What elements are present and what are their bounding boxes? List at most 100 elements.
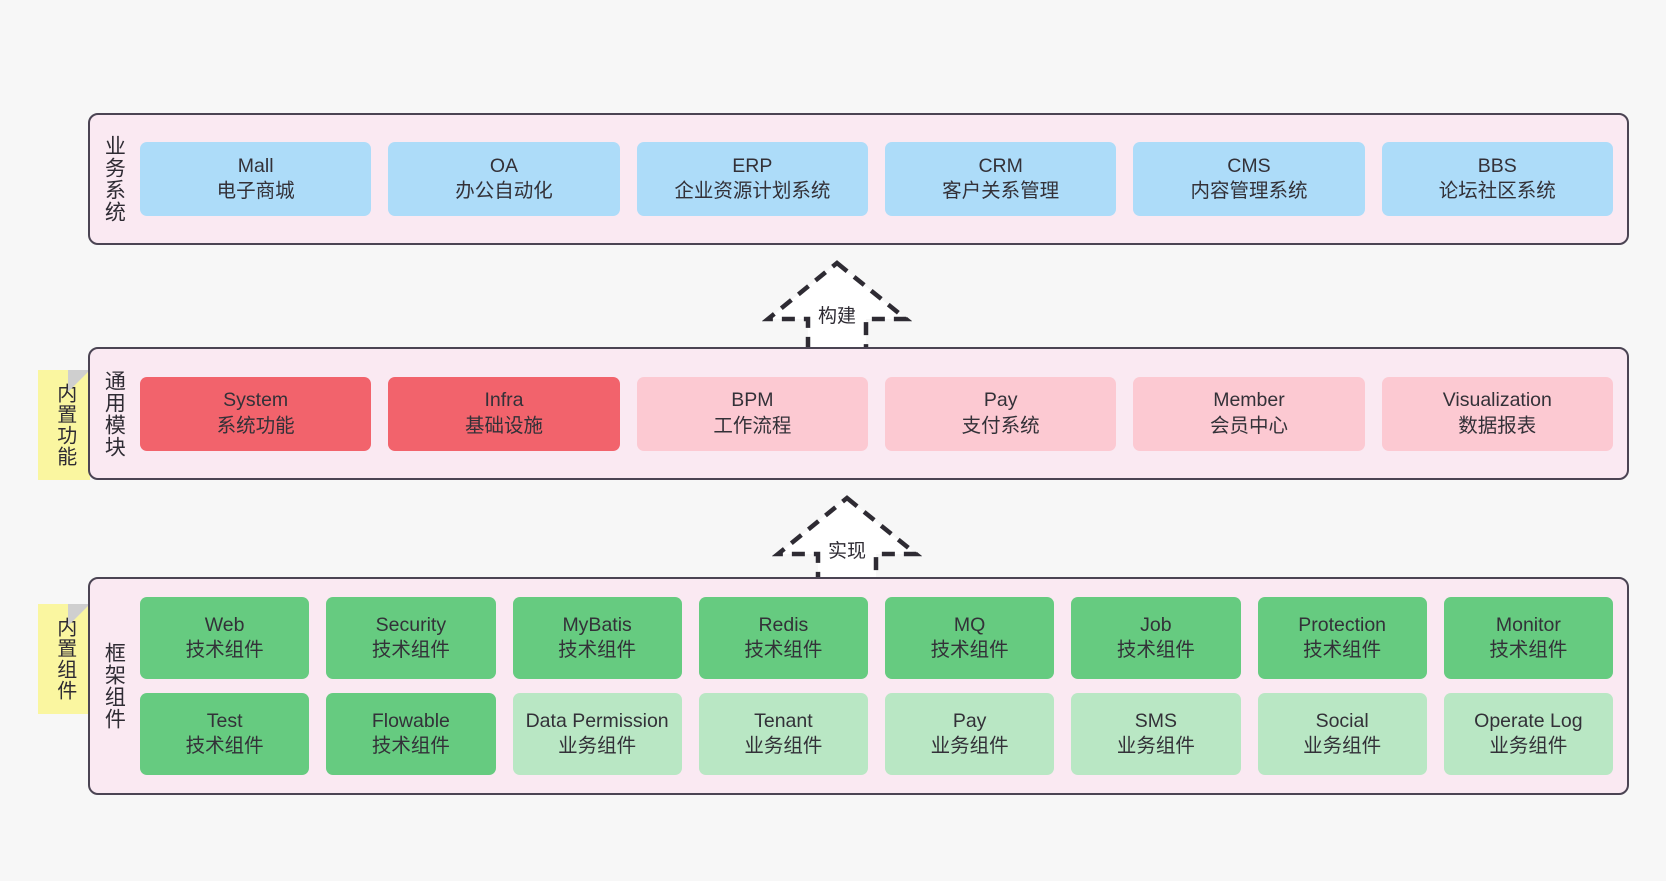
arrow-build-label: 构建 bbox=[817, 306, 856, 327]
layer-body-business: Mall 电子商城 OA 办公自动化 ERP 企业资源计划系统 CRM 客户关系… bbox=[136, 115, 1627, 243]
cell-security-cn: 技术组件 bbox=[371, 639, 450, 661]
arrow-implement-shape bbox=[772, 495, 922, 588]
cell-social[interactable]: Social 业务组件 bbox=[1257, 693, 1427, 775]
layer-common-modules: 通用模块 System 系统功能 Infra 基础设施 BPM 工作流程 bbox=[88, 347, 1629, 480]
cell-security-en: Security bbox=[375, 613, 447, 636]
cell-mall-en: Mall bbox=[237, 154, 274, 177]
cell-system-cn: 系统功能 bbox=[216, 414, 295, 437]
cell-security[interactable]: Security 技术组件 bbox=[326, 597, 496, 679]
cell-job-cn: 技术组件 bbox=[1116, 639, 1195, 661]
cell-monitor[interactable]: Monitor 技术组件 bbox=[1443, 597, 1613, 679]
cell-mall-cn: 电子商城 bbox=[216, 180, 295, 202]
cell-flowable[interactable]: Flowable 技术组件 bbox=[326, 693, 496, 775]
cell-system[interactable]: System 系统功能 bbox=[140, 376, 372, 451]
cell-operate-log-en: Operate Log bbox=[1474, 709, 1583, 732]
cell-cms[interactable]: CMS 内容管理系统 bbox=[1133, 142, 1365, 216]
cell-bbs[interactable]: BBS 论坛社区系统 bbox=[1381, 142, 1613, 216]
cell-pay-module-en: Pay bbox=[983, 389, 1018, 412]
cell-redis-cn: 技术组件 bbox=[744, 639, 823, 661]
cell-infra-cn: 基础设施 bbox=[464, 414, 543, 437]
cell-row-modules-1: System 系统功能 Infra 基础设施 BPM 工作流程 Pay 支付系统 bbox=[140, 376, 1613, 451]
cell-row-framework-1: Web 技术组件 Security 技术组件 MyBatis 技术组件 Redi… bbox=[140, 597, 1613, 679]
cell-social-en: Social bbox=[1315, 709, 1369, 732]
cell-sms-en: SMS bbox=[1134, 709, 1177, 732]
cell-data-permission[interactable]: Data Permission 业务组件 bbox=[512, 693, 682, 775]
cell-web-cn: 技术组件 bbox=[185, 639, 264, 661]
cell-mq-en: MQ bbox=[953, 613, 986, 636]
cell-row-business-1: Mall 电子商城 OA 办公自动化 ERP 企业资源计划系统 CRM 客户关系… bbox=[140, 142, 1613, 216]
cell-bpm[interactable]: BPM 工作流程 bbox=[636, 376, 868, 451]
layer-body-framework: Web 技术组件 Security 技术组件 MyBatis 技术组件 Redi… bbox=[136, 579, 1627, 793]
cell-infra-en: Infra bbox=[484, 389, 524, 412]
cell-social-cn: 业务组件 bbox=[1303, 735, 1382, 757]
cell-system-en: System bbox=[223, 389, 289, 412]
cell-mybatis-cn: 技术组件 bbox=[558, 639, 637, 661]
cell-member[interactable]: Member 会员中心 bbox=[1133, 376, 1365, 451]
cell-erp-en: ERP bbox=[732, 154, 773, 177]
layer-framework-components: 框架组件 Web 技术组件 Security 技术组件 MyBatis 技术组件 bbox=[88, 577, 1629, 795]
cell-tenant-en: Tenant bbox=[754, 709, 813, 732]
cell-monitor-en: Monitor bbox=[1495, 613, 1561, 636]
cell-infra[interactable]: Infra 基础设施 bbox=[388, 376, 620, 451]
cell-operate-log-cn: 业务组件 bbox=[1489, 735, 1568, 757]
cell-visualization-en: Visualization bbox=[1442, 389, 1552, 412]
layer-body-modules: System 系统功能 Infra 基础设施 BPM 工作流程 Pay 支付系统 bbox=[136, 349, 1627, 478]
cell-member-en: Member bbox=[1213, 389, 1285, 412]
cell-monitor-cn: 技术组件 bbox=[1489, 639, 1568, 661]
layer-title-framework: 框架组件 bbox=[102, 642, 126, 730]
arrow-build-shape bbox=[762, 260, 912, 353]
cell-test[interactable]: Test 技术组件 bbox=[140, 693, 310, 775]
cell-redis[interactable]: Redis 技术组件 bbox=[698, 597, 868, 679]
cell-erp[interactable]: ERP 企业资源计划系统 bbox=[636, 142, 868, 216]
cell-web[interactable]: Web 技术组件 bbox=[140, 597, 310, 679]
cell-job[interactable]: Job 技术组件 bbox=[1071, 597, 1241, 679]
note-builtin-functions: 内置功能 bbox=[38, 370, 90, 480]
cell-mybatis[interactable]: MyBatis 技术组件 bbox=[512, 597, 682, 679]
cell-bpm-en: BPM bbox=[731, 389, 774, 412]
cell-pay-component[interactable]: Pay 业务组件 bbox=[885, 693, 1055, 775]
cell-bbs-en: BBS bbox=[1477, 154, 1517, 177]
note-builtin-components-label: 内置组件 bbox=[53, 617, 76, 701]
cell-visualization-cn: 数据报表 bbox=[1458, 414, 1537, 437]
cell-redis-en: Redis bbox=[758, 613, 809, 636]
cell-bbs-cn: 论坛社区系统 bbox=[1438, 180, 1556, 202]
layer-title-business: 业务系统 bbox=[102, 135, 126, 223]
cell-test-en: Test bbox=[206, 709, 243, 732]
cell-crm-cn: 客户关系管理 bbox=[942, 180, 1060, 202]
row-wrap-modules: System 系统功能 Infra 基础设施 BPM 工作流程 Pay 支付系统 bbox=[140, 349, 1613, 478]
note-builtin-functions-label: 内置功能 bbox=[53, 383, 76, 467]
cell-protection-cn: 技术组件 bbox=[1303, 639, 1382, 661]
cell-pay-component-cn: 业务组件 bbox=[930, 735, 1009, 757]
cell-mall[interactable]: Mall 电子商城 bbox=[140, 142, 372, 216]
arrow-implement-label: 实现 bbox=[827, 541, 866, 562]
cell-bpm-cn: 工作流程 bbox=[713, 414, 792, 437]
cell-protection[interactable]: Protection 技术组件 bbox=[1257, 597, 1427, 679]
cell-erp-cn: 企业资源计划系统 bbox=[674, 180, 831, 202]
cell-tenant[interactable]: Tenant 业务组件 bbox=[698, 693, 868, 775]
cell-job-en: Job bbox=[1140, 613, 1172, 636]
layer-title-modules: 通用模块 bbox=[102, 369, 126, 458]
cell-oa-en: OA bbox=[489, 154, 519, 177]
cell-mybatis-en: MyBatis bbox=[562, 613, 632, 636]
note-builtin-components: 内置组件 bbox=[38, 604, 90, 714]
cell-mq-cn: 技术组件 bbox=[930, 639, 1009, 661]
cell-flowable-en: Flowable bbox=[371, 709, 450, 732]
cell-operate-log[interactable]: Operate Log 业务组件 bbox=[1443, 693, 1613, 775]
cell-pay-component-en: Pay bbox=[952, 709, 987, 732]
cell-protection-en: Protection bbox=[1298, 613, 1387, 636]
cell-oa[interactable]: OA 办公自动化 bbox=[388, 142, 620, 216]
row-wrap-business: Mall 电子商城 OA 办公自动化 ERP 企业资源计划系统 CRM 客户关系… bbox=[140, 115, 1613, 243]
cell-sms-cn: 业务组件 bbox=[1116, 735, 1195, 757]
arrow-implement: 实现 bbox=[772, 492, 922, 588]
cell-pay-module[interactable]: Pay 支付系统 bbox=[884, 376, 1117, 451]
cell-visualization[interactable]: Visualization 数据报表 bbox=[1381, 376, 1613, 451]
cell-crm[interactable]: CRM 客户关系管理 bbox=[884, 142, 1117, 216]
cell-pay-module-cn: 支付系统 bbox=[961, 414, 1040, 437]
cell-sms[interactable]: SMS 业务组件 bbox=[1071, 693, 1241, 775]
cell-row-framework-2: Test 技术组件 Flowable 技术组件 Data Permission … bbox=[140, 693, 1613, 775]
cell-test-cn: 技术组件 bbox=[185, 735, 264, 757]
cell-mq[interactable]: MQ 技术组件 bbox=[885, 597, 1055, 679]
cell-member-cn: 会员中心 bbox=[1209, 414, 1288, 437]
cell-flowable-cn: 技术组件 bbox=[371, 735, 450, 757]
